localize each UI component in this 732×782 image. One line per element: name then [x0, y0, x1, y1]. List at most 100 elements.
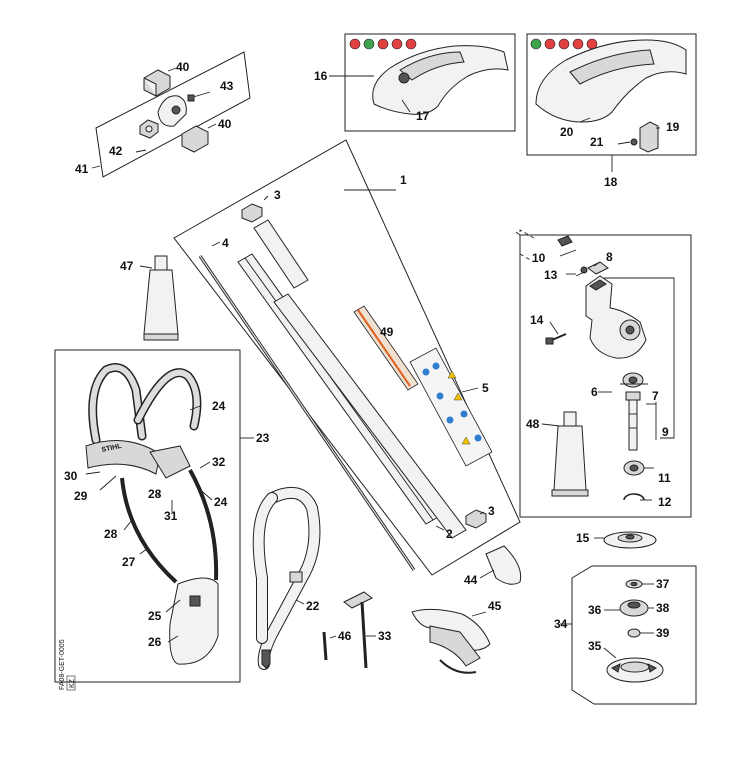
grease-tube-48: [551, 411, 589, 497]
callout-42: 42: [109, 144, 123, 158]
callout-3: 3: [274, 188, 281, 202]
callout-34: 34: [554, 617, 568, 631]
callout-2: 2: [446, 527, 453, 541]
saw-icon: [572, 38, 584, 50]
callout-47: 47: [120, 259, 134, 273]
callout-39: 39: [656, 626, 670, 640]
callout-16: 16: [314, 69, 328, 83]
callout-15: 15: [576, 531, 590, 545]
harness-box-23: [54, 349, 241, 683]
callout-14: 14: [530, 313, 544, 327]
callout-4: 4: [222, 236, 229, 250]
drawing-reference-id: FA08-GET-0005: [59, 639, 66, 690]
callout-22: 22: [306, 599, 320, 613]
cap-44: [485, 545, 522, 585]
gearhead-leader-dashed: [519, 229, 535, 254]
harness-straps: STIHL: [85, 363, 219, 584]
info-circle-icon: [474, 434, 482, 442]
harness-brand: STIHL: [101, 443, 123, 454]
guard-box-16: [344, 33, 516, 132]
callout-27: 27: [122, 555, 136, 569]
info-circle-icon: [436, 392, 444, 400]
callout-13: 13: [544, 268, 558, 282]
gear-icon: [530, 38, 542, 50]
callout-45: 45: [488, 599, 502, 613]
info-circle-icon: [422, 368, 430, 376]
drawing-reference-code: KZ: [69, 678, 76, 688]
callout-7: 7: [652, 389, 659, 403]
pin-46: [322, 631, 328, 661]
blade-icon: [377, 38, 389, 50]
callout-44: 44: [464, 573, 478, 587]
deflector-guard-16: [372, 45, 509, 115]
warning-triangle-icon: [453, 392, 463, 401]
bushing-3-bottom: [465, 509, 487, 529]
callout-6: 6: [591, 385, 598, 399]
clamp-body: [157, 95, 187, 127]
info-circle-icon: [460, 410, 468, 418]
drive-shaft-4: [198, 255, 416, 571]
callout-20: 20: [560, 125, 574, 139]
callout-18: 18: [604, 175, 618, 189]
clamp-screw-43: [187, 91, 211, 102]
bearing-7: [622, 372, 644, 388]
deflector-guard-18: [535, 39, 687, 153]
callout-10: 10: [532, 251, 546, 265]
callout-23: 23: [256, 431, 270, 445]
gear-icon: [363, 38, 375, 50]
washer-37: [625, 579, 643, 589]
screw-14: [545, 333, 567, 345]
clamp-part-40-top: [143, 69, 171, 97]
callout-30: 30: [64, 469, 78, 483]
housing-35: [606, 657, 664, 683]
callout-5: 5: [482, 381, 489, 395]
callout-35: 35: [588, 639, 602, 653]
callout-24: 24: [214, 495, 228, 509]
callout-38: 38: [656, 601, 670, 615]
callout-29: 29: [74, 489, 88, 503]
callout-46: 46: [338, 629, 352, 643]
callout-19: 19: [666, 120, 680, 134]
thrust-plate-15: [603, 531, 657, 549]
callout-25: 25: [148, 609, 162, 623]
disc-icon: [558, 38, 570, 50]
screw-13: [575, 266, 588, 277]
disc-icon: [391, 38, 403, 50]
warning-label-5: [409, 347, 493, 467]
saw-icon: [405, 38, 417, 50]
callout-33: 33: [378, 629, 392, 643]
callout-11: 11: [658, 471, 671, 485]
callout-43: 43: [220, 79, 234, 93]
gear-housing: [585, 275, 647, 359]
hip-pad-26: [169, 577, 219, 665]
screw-10: [557, 235, 573, 247]
callout-49: 49: [380, 325, 394, 339]
shaft-liner: [253, 219, 467, 539]
callout-26: 26: [148, 635, 162, 649]
warning-symbol-row-right: [530, 38, 598, 50]
callout-32: 32: [212, 455, 226, 469]
callout-28: 28: [148, 487, 162, 501]
callout-24: 24: [212, 399, 226, 413]
guard-box-18: [526, 33, 697, 156]
callout-12: 12: [658, 495, 672, 509]
callout-40: 40: [176, 60, 190, 74]
safety-glasses-45: [411, 608, 491, 674]
bushing-3-top: [241, 203, 263, 223]
spindle-9: [625, 391, 641, 451]
callout-3: 3: [488, 504, 495, 518]
circlip-12: [623, 493, 645, 501]
callout-40: 40: [218, 117, 232, 131]
no-entry-icon: [349, 38, 361, 50]
gearhead-box-6: [519, 234, 692, 518]
info-circle-icon: [432, 362, 440, 370]
spool-38: [619, 599, 649, 617]
callout-37: 37: [656, 577, 670, 591]
callout-28: 28: [104, 527, 118, 541]
info-circle-icon: [446, 416, 454, 424]
clamp-part-40-bottom: [181, 125, 209, 153]
callout-31: 31: [164, 509, 178, 523]
warning-triangle-icon: [447, 370, 457, 379]
shaft-box-1: [173, 139, 521, 576]
